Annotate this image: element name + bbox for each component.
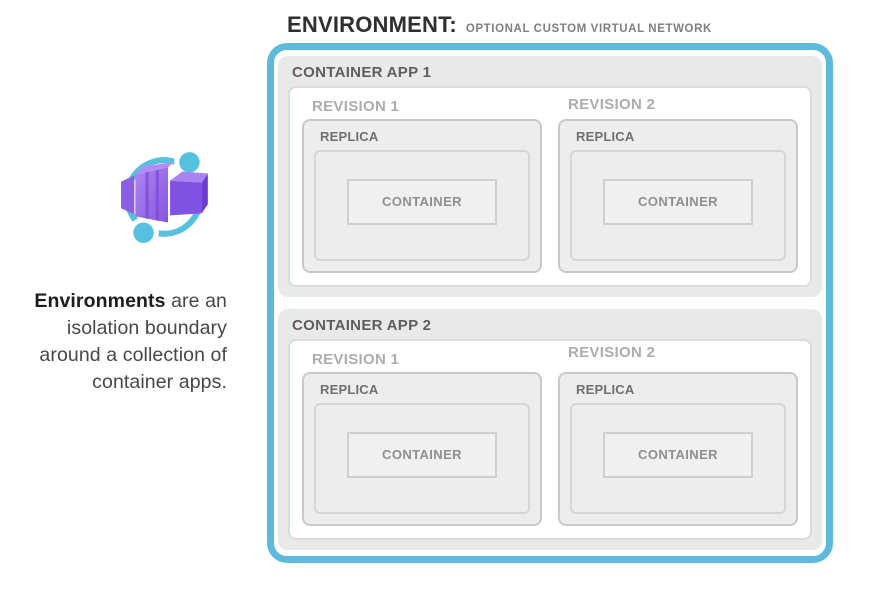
app1-revision-2-box: REPLICA CONTAINER — [558, 119, 798, 273]
environment-box: CONTAINER APP 1 REVISION 1 REPLICA CONTA… — [267, 43, 833, 563]
app1-revision-1: REVISION 1 REPLICA CONTAINER — [302, 98, 542, 273]
app2-rev1-replica-box: CONTAINER — [314, 403, 530, 514]
container-app-1-label: CONTAINER APP 1 — [292, 64, 432, 81]
app1-rev1-container-box: CONTAINER — [347, 178, 497, 225]
app1-revision-2-label: REVISION 2 — [568, 96, 656, 113]
app2-revision-1: REVISION 1 REPLICA CONTAINER — [302, 351, 542, 526]
environment-title-subtitle: OPTIONAL CUSTOM VIRTUAL NETWORK — [465, 23, 712, 35]
app2-rev1-container-box: CONTAINER — [347, 431, 497, 478]
app1-rev2-replica-box: CONTAINER — [570, 150, 786, 261]
environment-title: ENVIRONMENT: OPTIONAL CUSTOM VIRTUAL NET… — [287, 12, 712, 38]
app1-rev2-replica-label: REPLICA — [576, 129, 635, 144]
app2-revision-2-label: REVISION 2 — [568, 344, 656, 361]
app1-revision-2: REVISION 2 REPLICA CONTAINER — [558, 96, 798, 273]
container-app-1-panel: REVISION 1 REPLICA CONTAINER REVISION 2 … — [288, 86, 812, 287]
app2-rev2-container-box: CONTAINER — [603, 431, 753, 478]
app2-revision-1-box: REPLICA CONTAINER — [302, 372, 542, 526]
container-app-1-box: CONTAINER APP 1 REVISION 1 REPLICA CONTA… — [278, 56, 822, 297]
legend-caption-bold: Environments — [34, 289, 166, 312]
app2-revision-2-box: REPLICA CONTAINER — [558, 372, 798, 526]
app1-rev1-replica-label: REPLICA — [320, 129, 379, 144]
app2-rev2-replica-label: REPLICA — [576, 382, 635, 397]
environment-title-main: ENVIRONMENT: — [287, 12, 457, 37]
container-app-2-box: CONTAINER APP 2 REVISION 1 REPLICA CONTA… — [278, 309, 822, 550]
azure-container-apps-icon — [121, 151, 208, 243]
container-app-2-panel: REVISION 1 REPLICA CONTAINER REVISION 2 … — [288, 339, 812, 540]
app1-revision-1-box: REPLICA CONTAINER — [302, 119, 542, 273]
app2-rev2-replica-box: CONTAINER — [570, 403, 786, 514]
app1-rev2-container-box: CONTAINER — [603, 178, 753, 225]
app2-revision-1-label: REVISION 1 — [312, 351, 400, 368]
app2-rev1-replica-label: REPLICA — [320, 382, 379, 397]
app1-revision-1-label: REVISION 1 — [312, 98, 400, 115]
app2-revision-2: REVISION 2 REPLICA CONTAINER — [558, 344, 798, 526]
container-app-2-label: CONTAINER APP 2 — [292, 317, 432, 334]
legend-caption: Environments are an isolation boundary a… — [15, 288, 227, 396]
legend-caption-rest: are an isolation boundary around a colle… — [39, 289, 227, 393]
app1-rev1-replica-box: CONTAINER — [314, 150, 530, 261]
